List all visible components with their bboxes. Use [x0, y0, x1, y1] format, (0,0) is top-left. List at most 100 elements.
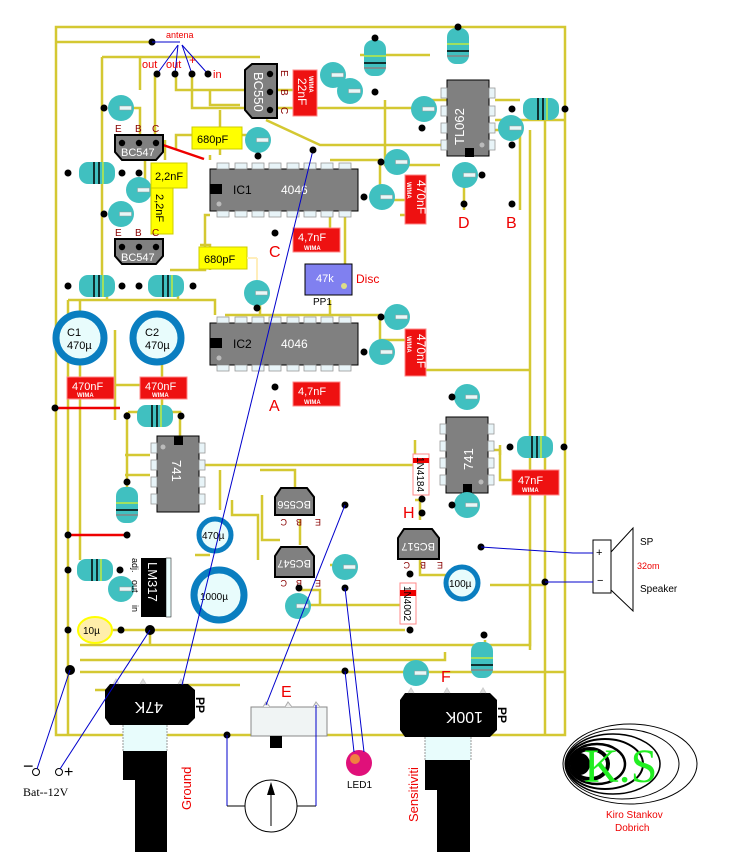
- blue-wires: [36, 149, 593, 770]
- svg-text:47k: 47k: [316, 273, 334, 285]
- transistor-bc550: BC550 E B C: [244, 63, 289, 119]
- svg-text:out: out: [130, 580, 140, 593]
- svg-text:E: E: [278, 70, 289, 77]
- svg-text:Bat--12V: Bat--12V: [23, 785, 69, 799]
- svg-text:680pF: 680pF: [204, 254, 235, 266]
- svg-text:470µ: 470µ: [67, 340, 92, 352]
- transistor-bc517: BC517 C B E: [397, 528, 443, 570]
- potentiometer-100k[interactable]: 100K PP Sensitiviti: [400, 687, 509, 852]
- red-jumpers: [55, 143, 205, 537]
- transistor-bc547-mid: E B C BC547: [114, 228, 164, 265]
- svg-text:TL062: TL062: [452, 108, 467, 145]
- transistor-bc547-top: E B C BC547: [114, 124, 164, 161]
- svg-text:BC556: BC556: [277, 498, 311, 510]
- svg-text:C: C: [278, 107, 289, 114]
- svg-text:C: C: [152, 124, 159, 135]
- svg-text:C: C: [152, 228, 159, 239]
- regulator-lm317: LM317 adj. out in: [130, 557, 172, 618]
- svg-text:470µ: 470µ: [145, 340, 170, 352]
- elco-1000u: 1000µ: [190, 566, 248, 624]
- svg-text:BC547: BC547: [121, 147, 155, 159]
- antenna-label: antena: [166, 30, 194, 40]
- svg-text:10µ: 10µ: [83, 626, 100, 637]
- svg-text:B: B: [420, 560, 426, 570]
- meter: [226, 705, 317, 833]
- svg-text:741: 741: [169, 460, 184, 482]
- svg-text:47K: 47K: [134, 698, 163, 715]
- capacitor-680pf-low: 680pF: [198, 246, 248, 270]
- svg-text:Ground: Ground: [179, 767, 194, 810]
- svg-text:1N4184: 1N4184: [414, 457, 425, 492]
- test-point-a: A: [269, 398, 280, 415]
- svg-text:470nF: 470nF: [145, 381, 176, 393]
- potentiometer-47k[interactable]: 47K PP Ground: [105, 678, 207, 852]
- svg-text:741: 741: [461, 448, 476, 470]
- capacitor-680pf-top: 680pF: [191, 126, 243, 150]
- transistor-bc556: BC556 C B E: [274, 487, 321, 527]
- svg-text:C2: C2: [145, 327, 159, 339]
- svg-text:SP: SP: [640, 537, 654, 548]
- svg-text:IC1: IC1: [233, 183, 252, 197]
- ic1-4046: IC1 4046: [209, 162, 359, 218]
- svg-text:E: E: [315, 578, 321, 588]
- capacitor-22nf: 22nF WIMA: [292, 69, 318, 117]
- capacitor-4-7nf-ic2: 4,7nF WIMA: [292, 381, 341, 407]
- elco-470u: 470µ: [196, 516, 234, 554]
- test-point-b: B: [506, 215, 517, 232]
- svg-text:+: +: [64, 764, 73, 781]
- svg-text:4,7nF: 4,7nF: [298, 386, 326, 398]
- svg-text:470nF: 470nF: [414, 180, 428, 214]
- diode-1n4002: 1N4002: [399, 582, 417, 625]
- svg-text:Dobrich: Dobrich: [615, 823, 649, 834]
- svg-text:4,7nF: 4,7nF: [298, 232, 326, 244]
- antenna-pin-in: in: [213, 69, 222, 81]
- switch-e[interactable]: E: [250, 684, 328, 748]
- svg-text:E: E: [315, 517, 321, 527]
- ic-tl062: TL062: [440, 79, 496, 157]
- svg-text:+: +: [596, 547, 602, 559]
- svg-text:E: E: [115, 228, 122, 239]
- antenna-pin-out2: out: [166, 59, 181, 71]
- svg-text:470nF: 470nF: [72, 381, 103, 393]
- svg-text:WIMA: WIMA: [152, 393, 169, 399]
- svg-text:2,2nF: 2,2nF: [155, 171, 183, 183]
- trimmer-pp1[interactable]: 47k Disc PP1: [304, 263, 379, 308]
- svg-text:22nF: 22nF: [295, 78, 309, 105]
- svg-text:PP1: PP1: [313, 297, 332, 308]
- svg-text:1N4002: 1N4002: [401, 586, 412, 621]
- battery-terminals[interactable]: − + Bat--12V: [23, 756, 73, 799]
- svg-text:B: B: [278, 89, 289, 96]
- antenna-connector[interactable]: antena out out + in: [142, 30, 222, 81]
- svg-text:WIMA: WIMA: [405, 182, 411, 199]
- elco-10u: 10µ: [77, 616, 113, 644]
- svg-text:E: E: [115, 124, 122, 135]
- elco-c2: C2 470µ: [129, 310, 185, 366]
- capacitor-470nf-ic1: 470nF WIMA: [404, 174, 428, 225]
- transistor-bc547-low: BC547 C B E: [274, 546, 321, 588]
- elco-c1: C1 470µ: [52, 310, 108, 366]
- svg-text:470µ: 470µ: [202, 531, 225, 542]
- svg-text:32om: 32om: [637, 561, 660, 571]
- svg-text:K.S: K.S: [584, 740, 657, 793]
- svg-text:C: C: [280, 578, 287, 588]
- svg-text:47nF: 47nF: [518, 475, 543, 487]
- svg-text:E: E: [437, 560, 443, 570]
- svg-text:IC2: IC2: [233, 337, 252, 351]
- svg-text:680pF: 680pF: [197, 134, 228, 146]
- capacitor-470nf-left1: 470nF WIMA: [66, 376, 115, 400]
- svg-text:BC517: BC517: [401, 540, 435, 552]
- svg-text:B: B: [135, 228, 142, 239]
- svg-text:4046: 4046: [281, 183, 308, 197]
- capacitor-470nf-ic2: 470nF WIMA: [404, 328, 428, 377]
- svg-text:B: B: [296, 578, 302, 588]
- capacitor-47nf: 47nF WIMA: [511, 469, 560, 496]
- svg-text:BC547: BC547: [277, 557, 311, 569]
- antenna-pin-plus: +: [189, 53, 196, 67]
- svg-text:BC547: BC547: [121, 252, 155, 264]
- svg-text:2,2nF: 2,2nF: [153, 194, 165, 222]
- speaker: + − SP 32om Speaker: [592, 526, 678, 613]
- test-point-d: D: [458, 215, 470, 232]
- ic2-4046: IC2 4046: [209, 316, 359, 372]
- svg-text:1000µ: 1000µ: [200, 592, 228, 603]
